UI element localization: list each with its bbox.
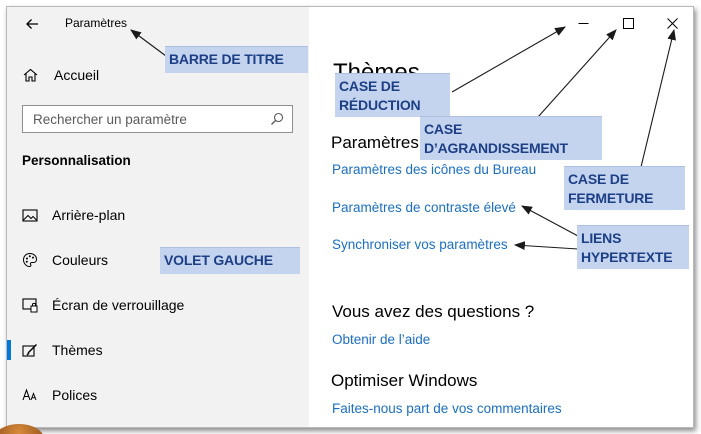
callout-hyperlinks: LIENS HYPERTEXTE — [577, 225, 689, 269]
link-sync-settings[interactable]: Synchroniser vos paramètres — [332, 237, 508, 252]
callout-maximize: CASE D’AGRANDISSEMENT — [420, 116, 602, 160]
window-title: Paramètres — [65, 16, 128, 30]
callout-minimize: CASE DE RÉDUCTION — [335, 73, 450, 117]
maximize-icon — [622, 17, 634, 29]
sidebar-item-label: Couleurs — [52, 252, 109, 268]
close-button[interactable] — [650, 9, 693, 37]
improve-windows-heading: Optimiser Windows — [331, 371, 478, 390]
sidebar-item-themes[interactable]: Thèmes — [7, 330, 309, 370]
link-high-contrast[interactable]: Paramètres de contraste élevé — [332, 200, 516, 215]
brush-icon — [21, 341, 39, 359]
callout-left-pane: VOLET GAUCHE — [160, 247, 300, 274]
callout-text-line: FERMETURE — [568, 190, 654, 206]
active-indicator — [7, 340, 11, 360]
home-icon — [21, 66, 39, 84]
callout-text: BARRE DE TITRE — [169, 51, 284, 67]
search-input[interactable] — [23, 106, 266, 132]
callout-title-bar: BARRE DE TITRE — [165, 46, 308, 73]
close-icon — [666, 17, 678, 29]
callout-text-line: RÉDUCTION — [339, 97, 421, 113]
sidebar-item-lock-screen[interactable]: Écran de verrouillage — [7, 285, 309, 325]
callout-text-line: CASE DE — [568, 171, 629, 187]
callout-text: VOLET GAUCHE — [164, 252, 273, 268]
lock-screen-icon — [21, 296, 39, 314]
callout-text-line: CASE — [424, 121, 463, 137]
callout-text-line: HYPERTEXTE — [581, 249, 673, 265]
callout-text-line: LIENS — [581, 230, 622, 246]
section-title: Personnalisation — [22, 153, 131, 168]
sidebar-item-label: Écran de verrouillage — [52, 297, 185, 313]
link-get-help[interactable]: Obtenir de l’aide — [332, 332, 431, 347]
link-feedback[interactable]: Faites-nous part de vos commentaires — [332, 401, 562, 416]
back-button[interactable] — [21, 13, 43, 35]
sidebar-item-label: Arrière-plan — [52, 207, 126, 223]
sidebar-item-label: Accueil — [54, 67, 100, 83]
sidebar-item-background[interactable]: Arrière-plan — [7, 195, 309, 235]
left-pane: Paramètres Accueil Personnalisation — [7, 7, 309, 427]
link-desktop-icons[interactable]: Paramètres des icônes du Bureau — [332, 162, 537, 177]
minimize-icon — [578, 22, 588, 24]
callout-text-line: D’AGRANDISSEMENT — [424, 140, 568, 156]
search-box[interactable] — [22, 105, 293, 133]
settings-window: Paramètres Accueil Personnalisation — [6, 6, 694, 428]
related-settings-title: Paramètres — [331, 133, 419, 152]
sidebar-item-fonts[interactable]: Polices — [7, 375, 309, 415]
content-pane: Thèmes Paramètres Paramètres des icônes … — [309, 7, 693, 427]
font-icon — [21, 386, 39, 404]
start-orb-fragment — [0, 424, 44, 434]
sidebar-item-colors[interactable]: Couleurs — [7, 240, 309, 280]
search-icon[interactable] — [266, 108, 288, 130]
sidebar-item-home[interactable]: Accueil — [21, 65, 99, 85]
sidebar-item-label: Polices — [52, 387, 98, 403]
callout-close: CASE DE FERMETURE — [564, 166, 685, 210]
callout-text-line: CASE DE — [339, 78, 400, 94]
questions-heading: Vous avez des questions ? — [332, 302, 535, 321]
maximize-button[interactable] — [606, 9, 650, 37]
sidebar-item-label: Thèmes — [52, 342, 103, 358]
palette-icon — [21, 251, 39, 269]
picture-icon — [21, 206, 39, 224]
back-arrow-icon — [26, 19, 38, 29]
minimize-button[interactable] — [561, 9, 605, 37]
